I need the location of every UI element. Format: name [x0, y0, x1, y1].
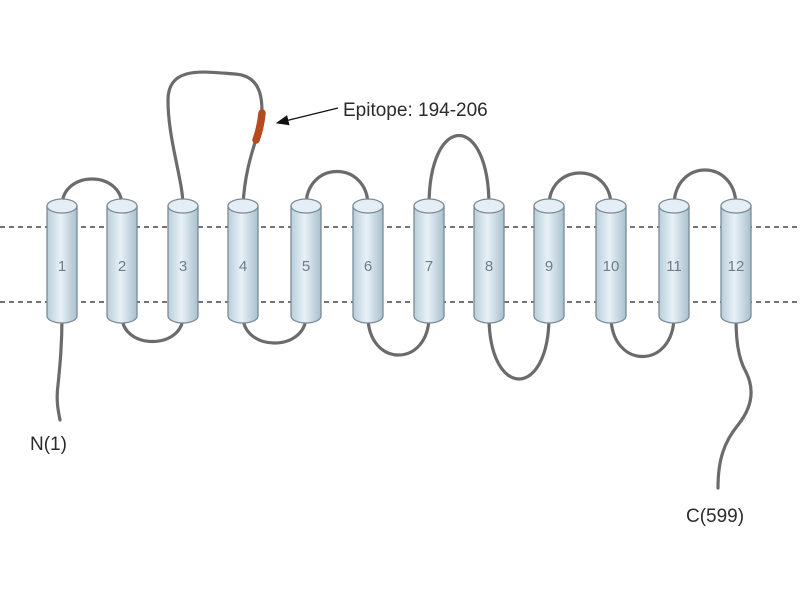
- helix-top-cap: [167, 198, 199, 214]
- helix-label: 4: [239, 258, 247, 275]
- helix-label: 9: [545, 258, 553, 275]
- helix-body: [352, 205, 384, 324]
- n-terminal-tail: [55, 314, 64, 422]
- helix-top-cap: [227, 198, 259, 214]
- helix-label: 12: [728, 258, 745, 275]
- helix-body: [106, 205, 138, 324]
- loop-7-8: [427, 133, 491, 208]
- helix-label: 10: [603, 258, 620, 275]
- loop-6-7: [366, 314, 431, 357]
- helix-label: 7: [425, 258, 433, 275]
- helix-body: [720, 205, 752, 324]
- loop-3-4: [166, 70, 264, 208]
- loop-11-12: [672, 168, 738, 208]
- helix-top-cap: [658, 198, 690, 214]
- helix-body: [595, 205, 627, 324]
- helix-label: 11: [666, 258, 682, 275]
- helix-5: 5: [290, 198, 322, 324]
- helix-10: 10: [595, 198, 627, 324]
- epitope-marker: [252, 109, 266, 144]
- helix-8: 8: [473, 198, 505, 324]
- helix-label: 3: [179, 258, 187, 275]
- c-terminal-tail: [716, 314, 753, 490]
- helix-7: 7: [413, 198, 445, 324]
- helix-label: 5: [302, 258, 310, 275]
- helix-top-cap: [352, 198, 384, 214]
- helix-body: [413, 205, 445, 324]
- helix-12: 12: [720, 198, 752, 324]
- helix-body: [46, 205, 78, 324]
- helix-top-cap: [413, 198, 445, 214]
- loop-1-2: [60, 177, 124, 208]
- helix-top-cap: [106, 198, 138, 214]
- helix-body: [290, 205, 322, 324]
- loop-9-10: [547, 171, 613, 208]
- helix-body: [167, 205, 199, 324]
- helix-top-cap: [533, 198, 565, 214]
- loop-2-3: [120, 314, 185, 344]
- helix-body: [473, 205, 505, 324]
- c-terminus-label: C(599): [686, 506, 744, 527]
- helix-body: [658, 205, 690, 324]
- helix-body: [533, 205, 565, 324]
- n-terminus-label: N(1): [30, 434, 67, 455]
- epitope-arrow: [275, 107, 339, 126]
- helix-1: 1: [46, 198, 78, 324]
- helix-3: 3: [167, 198, 199, 324]
- helix-body: [227, 205, 259, 324]
- helix-9: 9: [533, 198, 565, 324]
- helix-11: 11: [658, 198, 690, 324]
- helix-label: 6: [364, 258, 372, 275]
- loop-4-5: [241, 314, 308, 345]
- helix-6: 6: [352, 198, 384, 324]
- helix-top-cap: [290, 198, 322, 214]
- helix-label: 1: [58, 258, 66, 275]
- helix-4: 4: [227, 198, 259, 324]
- helix-top-cap: [46, 198, 78, 214]
- loop-10-11: [609, 314, 676, 359]
- helix-2: 2: [106, 198, 138, 324]
- helix-label: 8: [485, 258, 493, 275]
- helix-top-cap: [473, 198, 505, 214]
- loop-8-9: [487, 314, 551, 381]
- epitope-label: Epitope: 194-206: [343, 100, 488, 121]
- helix-top-cap: [595, 198, 627, 214]
- helix-label: 2: [118, 258, 126, 275]
- loop-5-6: [304, 170, 370, 208]
- helix-top-cap: [720, 198, 752, 214]
